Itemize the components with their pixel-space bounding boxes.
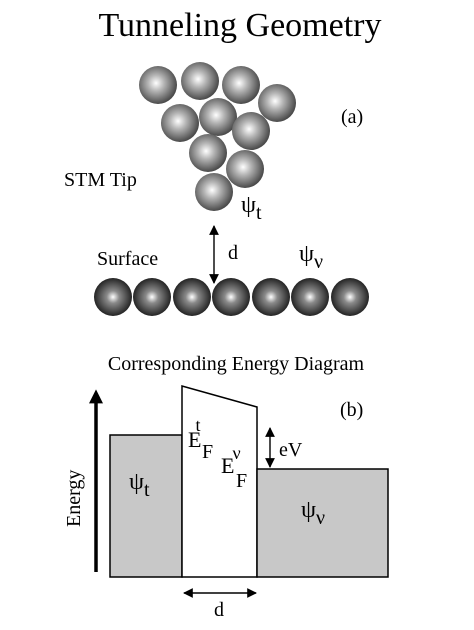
tip-state-label: ψt bbox=[129, 469, 150, 501]
stm-tip-label: STM Tip bbox=[64, 169, 137, 191]
tip-atom bbox=[222, 66, 260, 104]
surface-state-label: ψν bbox=[301, 497, 325, 529]
stm-tip-atoms bbox=[139, 62, 296, 211]
surface-atoms bbox=[94, 278, 369, 316]
tip-atom bbox=[139, 66, 177, 104]
surface-atom bbox=[173, 278, 211, 316]
tip-atom bbox=[199, 98, 237, 136]
surface-atom bbox=[331, 278, 369, 316]
bias-label: eV bbox=[279, 439, 303, 461]
surface-atom bbox=[252, 278, 290, 316]
tip-atom bbox=[258, 84, 296, 122]
tip-atom bbox=[181, 62, 219, 100]
tip-apex-atom bbox=[195, 173, 233, 211]
tunneling-barrier bbox=[181, 385, 258, 578]
surface-wavefunction-label: ψν bbox=[299, 241, 323, 273]
gap-label: d bbox=[228, 242, 238, 264]
surface-atom bbox=[133, 278, 171, 316]
tip-atom bbox=[232, 112, 270, 150]
surface-label: Surface bbox=[97, 248, 158, 270]
tip-filled-states bbox=[109, 434, 183, 578]
tip-wavefunction-label: ψt bbox=[241, 192, 262, 224]
panel-label-a: (a) bbox=[341, 106, 363, 128]
surface-atom bbox=[291, 278, 329, 316]
tip-atom bbox=[189, 134, 227, 172]
energy-axis-label: Energy bbox=[63, 470, 85, 527]
surface-atom bbox=[212, 278, 250, 316]
tip-fermi-level-label: Et bbox=[188, 415, 201, 452]
surface-filled-states bbox=[256, 468, 389, 578]
tip-fermi-level-subscript: F bbox=[202, 441, 213, 463]
surface-atom bbox=[94, 278, 132, 316]
tip-atom bbox=[161, 104, 199, 142]
surface-fermi-level-subscript: F bbox=[236, 470, 247, 492]
energy-diagram-heading: Corresponding Energy Diagram bbox=[108, 353, 365, 375]
tip-atom bbox=[226, 150, 264, 188]
page-title: Tunneling Geometry bbox=[98, 7, 381, 44]
barrier-width-label: d bbox=[214, 599, 224, 621]
panel-label-b: (b) bbox=[340, 399, 363, 421]
surface-fermi-level-label: Eν bbox=[221, 443, 241, 478]
